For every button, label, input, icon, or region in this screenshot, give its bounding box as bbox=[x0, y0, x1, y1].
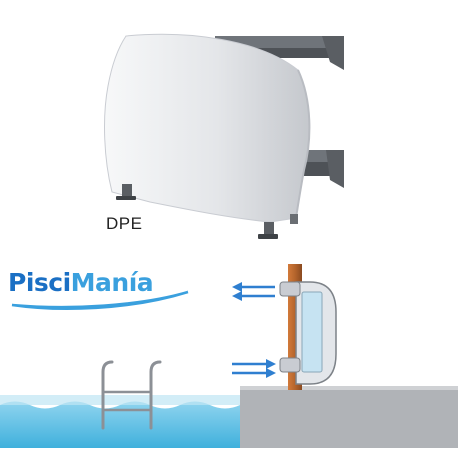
wall-unit bbox=[279, 281, 337, 385]
bottom-rail bbox=[298, 150, 344, 188]
logo-swoosh bbox=[11, 290, 189, 310]
brand-name-part2: Manía bbox=[70, 268, 154, 297]
product-label: DPE bbox=[106, 214, 143, 233]
housing-panel bbox=[104, 33, 310, 223]
brand-name-part1: Pisci bbox=[8, 268, 71, 297]
foot-left bbox=[116, 184, 136, 200]
pool-edge bbox=[240, 388, 458, 448]
pool-scene bbox=[0, 264, 458, 448]
arrow-left-icon bbox=[232, 282, 275, 301]
arrow-right-icon bbox=[232, 359, 276, 378]
pool-ladder-icon bbox=[101, 360, 162, 430]
foot-back bbox=[290, 214, 298, 224]
pool-water bbox=[0, 401, 240, 448]
brand-logo: PisciManía bbox=[8, 268, 154, 297]
foot-right bbox=[258, 222, 278, 239]
dehumidifier-housing bbox=[104, 33, 344, 239]
